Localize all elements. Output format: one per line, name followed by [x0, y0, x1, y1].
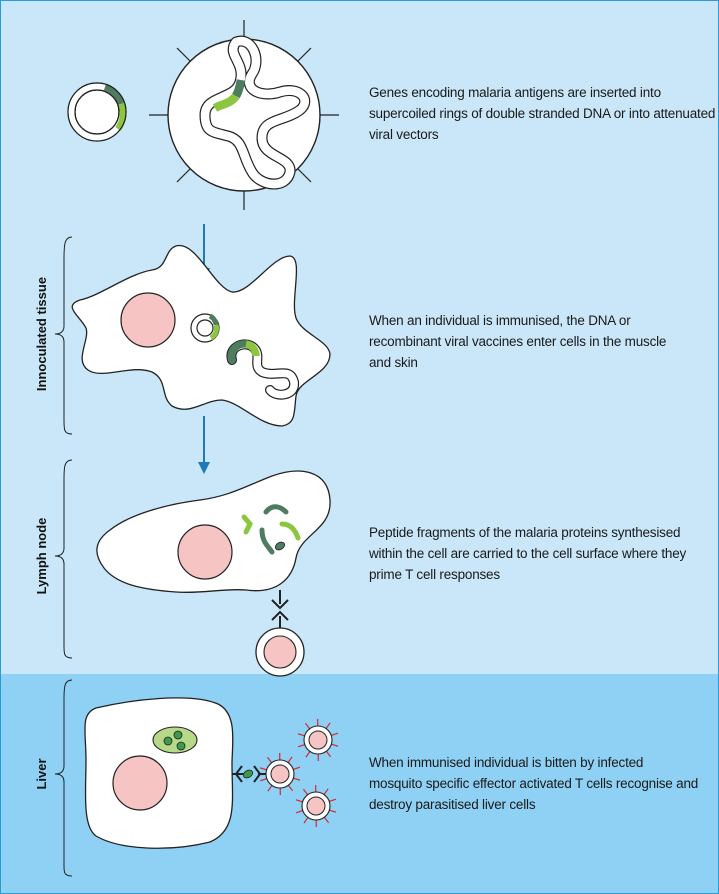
label-liver: Liver [34, 674, 50, 874]
brace-tissue [55, 237, 72, 434]
label-inoculated-tissue: Innoculated tissue [34, 234, 50, 434]
brace-liver [55, 680, 72, 876]
label-lymph-node: Lymph node [34, 456, 50, 656]
brace-lymph [55, 460, 72, 658]
